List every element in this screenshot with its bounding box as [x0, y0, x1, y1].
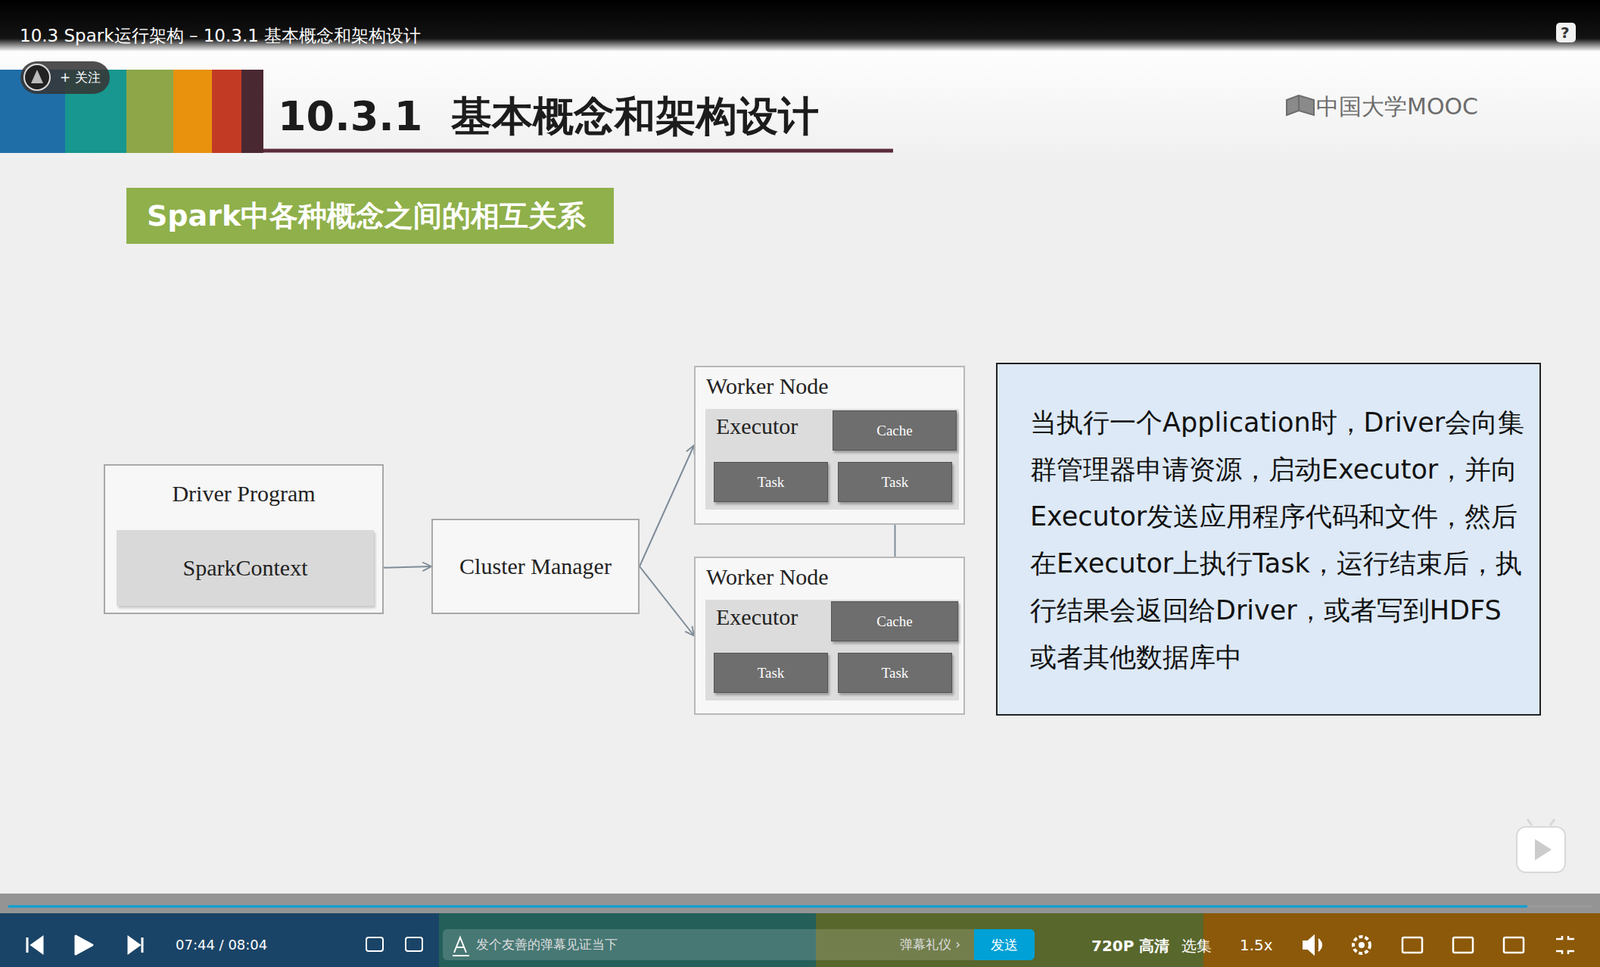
task-box: Task	[837, 461, 953, 502]
node-text: Executor	[715, 413, 798, 439]
follow-button: + 关注	[20, 61, 110, 94]
worker-node: Worker NodeExecutor CacheTask Task	[694, 365, 965, 525]
node-text: Task	[757, 664, 785, 682]
stripe	[211, 69, 242, 153]
avatar-ring	[24, 64, 50, 91]
worker-node: Worker NodeExecutor CacheTask Task	[694, 556, 965, 715]
node-text: 弹幕礼仪 ›	[899, 935, 961, 953]
task-box: Task	[837, 652, 953, 693]
settings-icon	[1353, 936, 1370, 953]
bubble-ears	[1527, 818, 1555, 825]
danmaku-icon	[366, 936, 383, 951]
node-text: 发个友善的弹幕见证当下	[476, 935, 618, 953]
play-triangle	[1534, 838, 1552, 860]
node-text: Task	[881, 664, 909, 682]
label-text: 10.3 Spark运行架构 – 10.3.1 基本概念和架构设计	[19, 24, 421, 48]
label-text: 中国大学MOOC	[1316, 91, 1479, 123]
header-ground	[0, 37, 1600, 167]
play-icon	[75, 935, 93, 954]
manager-box: Cluster Manager	[431, 518, 640, 614]
label-text: 选集	[1181, 935, 1212, 956]
header-stripes	[0, 69, 264, 153]
executor-box: Executor CacheTask Task	[705, 599, 959, 701]
mooc-logo	[1286, 95, 1314, 116]
stripe	[126, 69, 174, 153]
node-text: Cache	[876, 613, 913, 630]
executor-box: Executor CacheTask Task	[705, 408, 959, 510]
bubble-frame	[1516, 826, 1566, 872]
widescreen-icon	[1453, 936, 1473, 953]
danmaku-settings-icon	[405, 936, 423, 951]
node-text: Worker Node	[706, 563, 829, 590]
slide-title: 10.3.1 基本概念和架构设计	[277, 89, 819, 145]
send-button: 发送	[974, 928, 1035, 960]
volume-icon	[1303, 935, 1322, 954]
stripe	[173, 69, 212, 153]
label-text: ?	[1560, 23, 1570, 42]
connector	[639, 445, 695, 567]
node-text: SparkContext	[183, 554, 309, 581]
top-bar	[0, 0, 1600, 52]
section-banner: Spark中各种概念之间的相互关系	[126, 187, 614, 244]
avatar-icon	[21, 62, 53, 93]
node-text: Cluster Manager	[459, 553, 612, 579]
control-bar	[0, 893, 1600, 967]
node-text: Task	[881, 473, 909, 491]
danmaku-input: 发个友善的弹幕见证当下 弹幕礼仪 ›	[442, 928, 975, 960]
label-text: 07:44 / 08:04	[175, 936, 268, 953]
label-text: 1.5x	[1239, 935, 1274, 954]
next-icon	[128, 936, 143, 953]
webfull-icon	[1503, 936, 1524, 953]
progress-played	[8, 905, 1528, 908]
task-box: Task	[713, 461, 829, 502]
cache-box: Cache	[831, 600, 959, 642]
prev-icon	[27, 936, 43, 953]
settings-icon	[1358, 941, 1365, 948]
title-underline	[263, 149, 894, 153]
task-box: Task	[713, 652, 829, 693]
note-box: 当执行一个Application时，Driver会向集群管理器申请资源，启动Ex…	[996, 362, 1541, 716]
help-icon	[1556, 22, 1576, 43]
bar-shade	[0, 893, 1600, 967]
node-text: Cache	[876, 422, 913, 439]
node-text: + 关注	[59, 68, 101, 87]
play-bubble	[1516, 818, 1566, 872]
node-text: Driver Program	[171, 480, 315, 507]
node-text: Executor	[715, 603, 798, 630]
fullscreen-icon	[1556, 935, 1575, 954]
node-text: Worker Node	[706, 373, 829, 399]
node-text: Spark中各种概念之间的相互关系	[146, 196, 586, 236]
context-box: SparkContext	[116, 529, 374, 606]
node-text: 当执行一个Application时，Driver会向集群管理器申请资源，启动Ex…	[1030, 407, 1525, 673]
driver-box: Driver ProgramSparkContext	[103, 463, 384, 614]
label-text: 720P 高清	[1091, 935, 1170, 956]
node-text: Task	[757, 473, 785, 491]
window-icon	[1402, 936, 1423, 953]
cache-box: Cache	[832, 410, 957, 451]
avatar-figure	[31, 69, 44, 84]
progress-rest	[1527, 905, 1592, 908]
connector	[639, 566, 695, 636]
node-text: 发送	[990, 935, 1018, 954]
stripe	[241, 69, 264, 153]
